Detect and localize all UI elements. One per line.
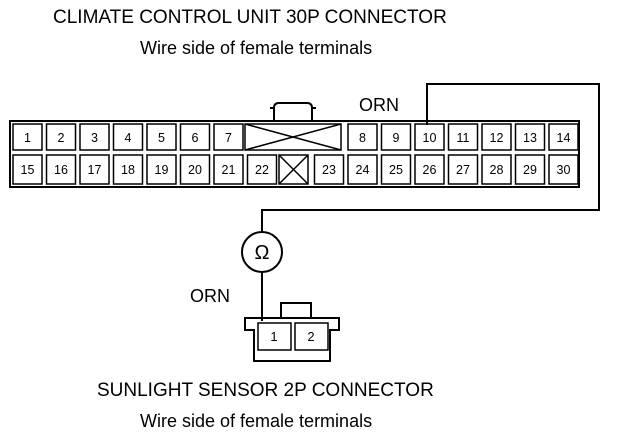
wire-top (261, 83, 600, 232)
pin-cell (447, 154, 479, 185)
pin-label: 12 (490, 131, 504, 145)
pin-cell (481, 154, 512, 185)
pin-cell (246, 154, 278, 185)
sensor-pin-label-2: 2 (307, 329, 314, 344)
sensor-pin-cell-1 (257, 322, 292, 351)
pin-label: 6 (192, 131, 199, 145)
pin-label: 8 (359, 131, 366, 145)
pin-cell (514, 123, 546, 151)
pin-label: 29 (523, 163, 537, 177)
pin-cell (179, 154, 211, 185)
pin-cell (112, 123, 144, 151)
pin-cell (213, 123, 244, 151)
pin-cell (45, 123, 77, 151)
pin-label: 28 (490, 163, 504, 177)
pin-label: 22 (255, 163, 269, 177)
pin-label: 2 (58, 131, 65, 145)
pin-cell (514, 154, 546, 185)
pin-cell (380, 123, 412, 151)
pin-cell (414, 123, 445, 151)
pin-cell (45, 154, 77, 185)
wire-label-bottom: ORN (190, 286, 230, 306)
pin-label: 18 (121, 163, 135, 177)
ohm-symbol: Ω (255, 242, 270, 264)
pin-label: 17 (88, 163, 102, 177)
pin-cell (146, 154, 177, 185)
pin-cell (347, 154, 378, 185)
pin-label: 19 (155, 163, 169, 177)
pin-label: 26 (423, 163, 437, 177)
pin-cell (213, 154, 244, 185)
pin-label: 11 (457, 131, 470, 145)
pin-label: 10 (423, 131, 437, 145)
pin-label: 7 (225, 131, 232, 145)
pin-label: 1 (24, 131, 31, 145)
pin-cell (447, 123, 479, 151)
pin-cell (79, 154, 110, 185)
pin-cell (12, 154, 43, 185)
wire-label-top: ORN (359, 95, 399, 115)
pin-label: 5 (158, 131, 165, 145)
pin-cell (179, 123, 211, 151)
pin-label: 13 (523, 131, 537, 145)
pin-cell (347, 123, 378, 151)
pin-cell (79, 123, 110, 151)
top-connector-subtitle: Wire side of female terminals (140, 38, 372, 58)
sensor-connector-body (244, 317, 340, 362)
pin-label: 16 (54, 163, 68, 177)
top-connector-latch (273, 102, 313, 121)
bottom-connector-title: SUNLIGHT SENSOR 2P CONNECTOR (97, 380, 434, 401)
sensor-connector-latch (280, 302, 312, 318)
top-connector-title: CLIMATE CONTROL UNIT 30P CONNECTOR (53, 7, 447, 28)
pin-label: 24 (356, 163, 370, 177)
pin-cell (414, 154, 445, 185)
pin-label: 25 (389, 163, 403, 177)
pin-label: 27 (456, 163, 470, 177)
blocked-cavity-bottom (278, 154, 309, 185)
sensor-pin-cell-2 (294, 322, 329, 351)
pin-cell (481, 123, 512, 151)
pin-label: 9 (393, 131, 400, 145)
pin-cell (146, 123, 177, 151)
top-connector-body (9, 120, 580, 188)
blocked-cavity-top (244, 123, 342, 151)
pin-label: 15 (21, 163, 35, 177)
pin-label: 4 (125, 131, 132, 145)
sensor-pin-label-1: 1 (270, 329, 277, 344)
pin-label: 14 (557, 131, 571, 145)
pin-label: 20 (188, 163, 202, 177)
bottom-connector-subtitle: Wire side of female terminals (140, 411, 372, 431)
pin-label: 3 (91, 131, 98, 145)
pin-cell (112, 154, 144, 185)
sensor-connector: 1 2 (244, 302, 340, 362)
pin-cell (548, 154, 579, 185)
pin-cell (548, 123, 579, 151)
pin-label: 21 (222, 163, 236, 177)
pin-label: 23 (322, 163, 336, 177)
pin-cell (12, 123, 43, 151)
pin-label: 30 (557, 163, 571, 177)
pin-cell (380, 154, 412, 185)
pin-cell (313, 154, 345, 185)
